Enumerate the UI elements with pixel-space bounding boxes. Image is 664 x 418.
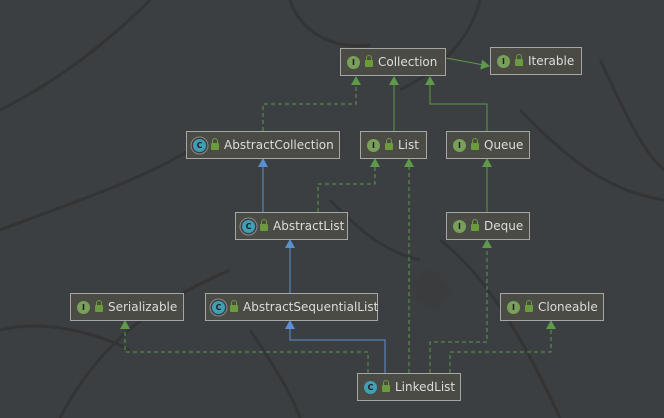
node-linked-list[interactable]: C LinkedList xyxy=(357,373,461,401)
edge-collection-iterable xyxy=(445,57,490,70)
interface-badge-icon: I xyxy=(507,300,520,314)
abstract-class-badge-icon: C xyxy=(193,138,206,152)
public-lock-icon xyxy=(211,138,219,150)
node-label: AbstractCollection xyxy=(224,138,334,152)
interface-badge-icon: I xyxy=(367,138,380,152)
node-label: Cloneable xyxy=(538,300,598,314)
edge-abstractcollection-collection xyxy=(262,76,361,131)
node-cloneable[interactable]: I Cloneable xyxy=(500,293,604,321)
node-label: Queue xyxy=(484,138,524,152)
public-lock-icon xyxy=(260,219,268,231)
edge-linkedlist-abstractsequentiallist xyxy=(285,320,386,373)
public-lock-icon xyxy=(515,54,523,66)
public-lock-icon xyxy=(382,380,390,392)
public-lock-icon xyxy=(385,138,393,150)
public-lock-icon xyxy=(471,219,479,231)
node-label: Collection xyxy=(378,55,438,69)
node-label: AbstractList xyxy=(273,219,345,233)
public-lock-icon xyxy=(365,55,373,67)
edge-linkedlist-deque xyxy=(429,239,492,373)
public-lock-icon xyxy=(230,300,238,312)
public-lock-icon xyxy=(95,300,103,312)
abstract-class-badge-icon: C xyxy=(242,219,255,233)
node-label: Iterable xyxy=(528,54,575,68)
interface-badge-icon: I xyxy=(77,300,90,314)
interface-badge-icon: I xyxy=(347,55,360,69)
edge-abstractlist-list xyxy=(317,158,380,212)
public-lock-icon xyxy=(525,300,533,312)
node-label: Serializable xyxy=(108,300,178,314)
interface-badge-icon: I xyxy=(453,219,466,233)
node-list[interactable]: I List xyxy=(360,131,427,159)
node-abstract-list[interactable]: C AbstractList xyxy=(235,212,348,240)
node-abstract-sequential-list[interactable]: C AbstractSequentialList xyxy=(205,293,378,321)
node-label: AbstractSequentialList xyxy=(243,300,379,314)
interface-badge-icon: I xyxy=(497,54,510,68)
node-deque[interactable]: I Deque xyxy=(446,212,530,240)
node-label: Deque xyxy=(484,219,524,233)
class-badge-icon: C xyxy=(364,380,377,394)
node-abstract-collection[interactable]: C AbstractCollection xyxy=(186,131,340,159)
node-collection[interactable]: I Collection xyxy=(340,48,446,76)
interface-badge-icon: I xyxy=(453,138,466,152)
edge-linkedlist-serializable xyxy=(120,320,369,373)
node-queue[interactable]: I Queue xyxy=(446,131,530,159)
node-iterable[interactable]: I Iterable xyxy=(490,47,582,75)
edge-queue-collection xyxy=(425,76,488,131)
node-label: LinkedList xyxy=(395,380,456,394)
node-label: List xyxy=(398,138,419,152)
node-serializable[interactable]: I Serializable xyxy=(70,293,184,321)
edge-linkedlist-cloneable xyxy=(449,320,556,373)
abstract-class-badge-icon: C xyxy=(212,300,225,314)
public-lock-icon xyxy=(471,138,479,150)
